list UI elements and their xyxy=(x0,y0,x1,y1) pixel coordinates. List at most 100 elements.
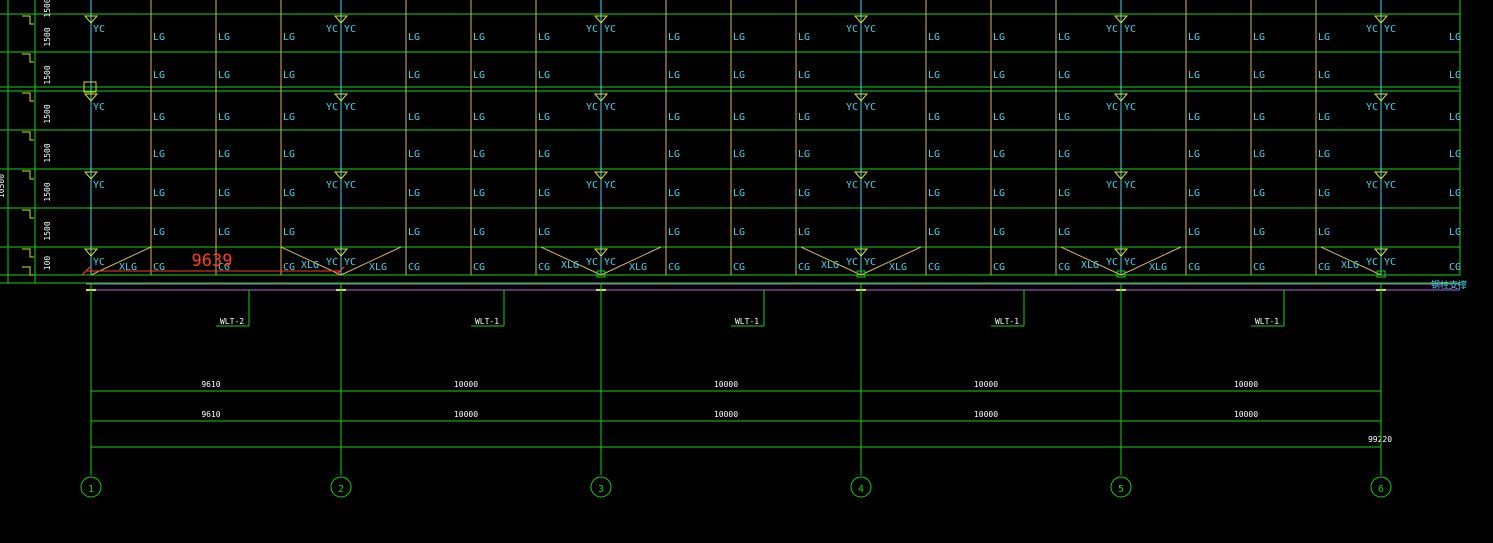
left-tick-marker xyxy=(22,53,34,63)
lg-label: LG xyxy=(218,70,230,81)
yc-marker xyxy=(83,171,99,180)
dim-row1-text: 10000 xyxy=(714,380,738,389)
yc-label: YC xyxy=(93,257,105,268)
dim-row2-text: 10000 xyxy=(974,410,998,419)
lg-label: LG xyxy=(1318,70,1330,81)
yc-marker xyxy=(593,93,609,102)
cg-label: CG xyxy=(928,262,940,273)
axis-bubble[interactable] xyxy=(850,476,872,498)
lg-label: LG xyxy=(1449,112,1461,123)
cg-label: CG xyxy=(408,262,420,273)
lg-label: LG xyxy=(408,112,420,123)
axis-bubble[interactable] xyxy=(590,476,612,498)
lg-label: LG xyxy=(798,188,810,199)
lg-label: LG xyxy=(408,149,420,160)
yc-label: YC xyxy=(1106,24,1118,35)
lg-label: LG xyxy=(1253,70,1265,81)
yc-label: YC xyxy=(846,257,858,268)
yc-marker xyxy=(853,15,869,24)
xlg-brace xyxy=(540,246,602,276)
xlg-brace xyxy=(1120,246,1182,276)
frame-tag-text: WLT-1 xyxy=(735,317,759,326)
selection-grip[interactable] xyxy=(83,81,97,93)
lg-label: LG xyxy=(473,227,485,238)
cg-label: CG xyxy=(1188,262,1200,273)
yc-label: YC xyxy=(846,102,858,113)
xlg-brace xyxy=(1060,246,1122,276)
lg-label: LG xyxy=(668,227,680,238)
lg-label: LG xyxy=(1058,149,1070,160)
axis-bubble[interactable] xyxy=(1370,476,1392,498)
lg-label: LG xyxy=(928,188,940,199)
cg-label: CG xyxy=(1058,262,1070,273)
cg-label: CG xyxy=(218,262,230,273)
yc-label: YC xyxy=(586,257,598,268)
lg-label: LG xyxy=(283,112,295,123)
yc-label: YC xyxy=(93,102,105,113)
lg-label: LG xyxy=(1058,227,1070,238)
lg-label: LG xyxy=(1449,188,1461,199)
lg-label: LG xyxy=(928,227,940,238)
lg-label: LG xyxy=(668,32,680,43)
left-tick-marker xyxy=(22,266,34,276)
lg-label: LG xyxy=(1449,70,1461,81)
lg-label: LG xyxy=(993,149,1005,160)
frame-tag-text: WLT-1 xyxy=(475,317,499,326)
lg-label: LG xyxy=(1188,188,1200,199)
lg-label: LG xyxy=(993,227,1005,238)
lg-label: LG xyxy=(1318,112,1330,123)
yc-label: YC xyxy=(1366,257,1378,268)
yc-label: YC xyxy=(586,24,598,35)
lg-label: LG xyxy=(538,112,550,123)
axis-bubble[interactable] xyxy=(1110,476,1132,498)
lg-label: LG xyxy=(408,70,420,81)
axis-bubble[interactable] xyxy=(80,476,102,498)
cg-label: CG xyxy=(798,262,810,273)
lg-label: LG xyxy=(408,188,420,199)
lg-label: LG xyxy=(1449,227,1461,238)
lg-label: LG xyxy=(668,149,680,160)
base-plate xyxy=(1116,270,1126,278)
yc-marker xyxy=(333,248,349,257)
dim-row1-text: 10000 xyxy=(974,380,998,389)
lg-label: LG xyxy=(538,188,550,199)
yc-label: YC xyxy=(1106,102,1118,113)
xlg-label: XLG xyxy=(561,260,579,271)
xlg-label: XLG xyxy=(369,262,387,273)
left-dim-text: 1500 xyxy=(43,143,52,162)
measured-dimension[interactable]: 9639 xyxy=(81,251,345,276)
lg-label: LG xyxy=(1188,112,1200,123)
left-dim-text: 1500 xyxy=(43,182,52,201)
yc-label: YC xyxy=(326,180,338,191)
column-lines xyxy=(90,0,1382,275)
lg-label: LG xyxy=(798,70,810,81)
lg-label: LG xyxy=(1253,32,1265,43)
yc-marker xyxy=(593,15,609,24)
cg-label: CG xyxy=(538,262,550,273)
yc-label: YC xyxy=(326,102,338,113)
yc-label: YC xyxy=(864,257,876,268)
lg-label: LG xyxy=(733,32,745,43)
lg-label: LG xyxy=(1058,188,1070,199)
yc-marker xyxy=(853,93,869,102)
yc-label: YC xyxy=(1366,180,1378,191)
axis-bubble-label: 2 xyxy=(338,484,344,495)
axis-bubble-label: 6 xyxy=(1378,484,1384,495)
xlg-brace xyxy=(800,246,862,276)
measure-tick-right xyxy=(335,266,345,276)
yc-marker xyxy=(1373,93,1389,102)
yc-label: YC xyxy=(846,24,858,35)
yc-marker xyxy=(83,248,99,257)
yc-label: YC xyxy=(326,24,338,35)
lg-label: LG xyxy=(1253,112,1265,123)
cg-label: CG xyxy=(153,262,165,273)
yc-marker xyxy=(333,15,349,24)
left-dim-text: 1500 xyxy=(43,221,52,240)
cg-label: CG xyxy=(283,262,295,273)
yc-label: YC xyxy=(326,257,338,268)
lg-label: LG xyxy=(538,149,550,160)
axis-bubble[interactable] xyxy=(330,476,352,498)
lg-label: LG xyxy=(733,188,745,199)
